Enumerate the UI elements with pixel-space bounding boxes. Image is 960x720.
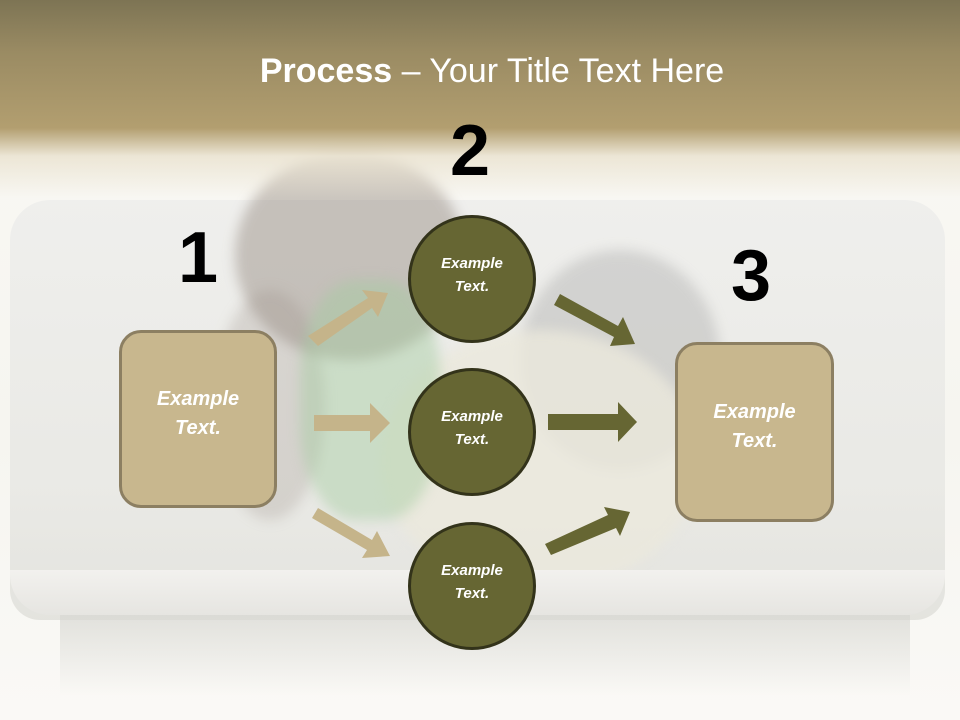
step-1-box-line2: Text. — [175, 417, 221, 439]
circle-bottom-line1: Example — [441, 562, 503, 579]
step-3-box-line2: Text. — [731, 430, 778, 452]
step-number-3: 3 — [731, 236, 772, 316]
step-1-box[interactable]: Example Text. — [119, 330, 277, 508]
arrow-down-right-icon — [312, 508, 390, 558]
title-banner-fade — [0, 128, 960, 198]
circle-middle-line2: Text. — [454, 431, 490, 448]
title-banner — [0, 0, 960, 130]
slide-title[interactable]: Process – Your Title Text Here — [0, 52, 960, 91]
arrow-right-icon — [548, 402, 637, 442]
step-2-circle-top[interactable]: Example Text. — [408, 215, 536, 343]
arrow-right-icon — [314, 403, 390, 443]
step-1-box-line1: Example — [156, 388, 240, 410]
step-3-box[interactable]: Example Text. — [675, 342, 834, 522]
step-2-circle-bottom[interactable]: Example Text. — [408, 522, 536, 650]
arrow-up-right-icon — [308, 290, 388, 346]
arrow-up-right-icon — [545, 507, 630, 555]
circle-bottom-line2: Text. — [454, 585, 490, 602]
step-number-1: 1 — [178, 218, 219, 298]
step-3-box-line1: Example — [713, 401, 796, 423]
circle-top-line1: Example — [441, 255, 503, 272]
title-strong: Process — [259, 52, 393, 90]
step-2-circle-middle[interactable]: Example Text. — [408, 368, 536, 496]
step-number-2: 2 — [450, 111, 491, 191]
circle-middle-line1: Example — [441, 408, 503, 425]
arrow-down-right-icon — [554, 294, 635, 346]
title-rest: – Your Title Text Here — [392, 52, 725, 90]
circle-top-line2: Text. — [454, 278, 490, 295]
